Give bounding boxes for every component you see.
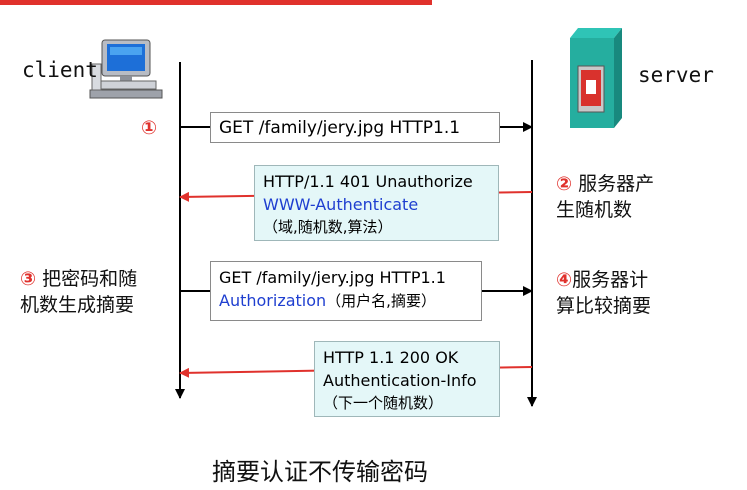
step-4-badge: ④ [556,269,573,291]
server-label: server [638,63,714,87]
step-3-line2: 机数生成摘要 [20,294,135,316]
diagram-caption: 摘要认证不传输密码 [212,458,428,486]
step-3-badge: ③ [20,268,37,290]
step-3-line1: 把密码和随 [36,268,138,290]
step-2-badge: ② [556,173,573,195]
message-request-2: GET /family/jery.jpg HTTP1.1 Authorizati… [210,261,482,321]
message-request-1: GET /family/jery.jpg HTTP1.1 [210,112,500,143]
message-401-header: WWW-Authenticate [263,195,419,214]
message-request-2-params: （用户名,摘要） [326,292,436,310]
message-200-status: HTTP 1.1 200 OK [323,348,459,367]
message-200-params: （下一个随机数） [323,394,444,412]
computer-icon [89,39,163,99]
step-2-line1: 服务器产 [572,173,655,195]
message-request-2-header: Authorization [219,291,327,310]
step-2-line2: 生随机数 [556,199,633,221]
step-2-note: ② 服务器产 生随机数 [556,171,654,223]
message-200-header: Authentication-Info [323,371,477,390]
client-label: client [22,58,98,82]
server-tower-icon [570,28,622,128]
step-4-line1: 服务器计 [572,269,649,291]
message-response-401: HTTP/1.1 401 Unauthorize WWW-Authenticat… [254,165,499,241]
step-1-badge: ① [141,117,158,139]
message-401-params: （域,随机数,算法） [263,218,393,236]
title-accent-bar [0,0,432,5]
message-request-2-line1: GET /family/jery.jpg HTTP1.1 [219,268,446,287]
message-401-status: HTTP/1.1 401 Unauthorize [263,172,473,191]
message-response-200: HTTP 1.1 200 OK Authentication-Info （下一个… [314,341,500,417]
message-request-1-line1: GET /family/jery.jpg HTTP1.1 [219,118,461,138]
step-1-number: ① [141,115,157,141]
step-4-note: ④服务器计 算比较摘要 [556,267,651,319]
step-4-line2: 算比较摘要 [556,295,652,317]
step-3-note: ③ 把密码和随 机数生成摘要 [20,266,137,318]
